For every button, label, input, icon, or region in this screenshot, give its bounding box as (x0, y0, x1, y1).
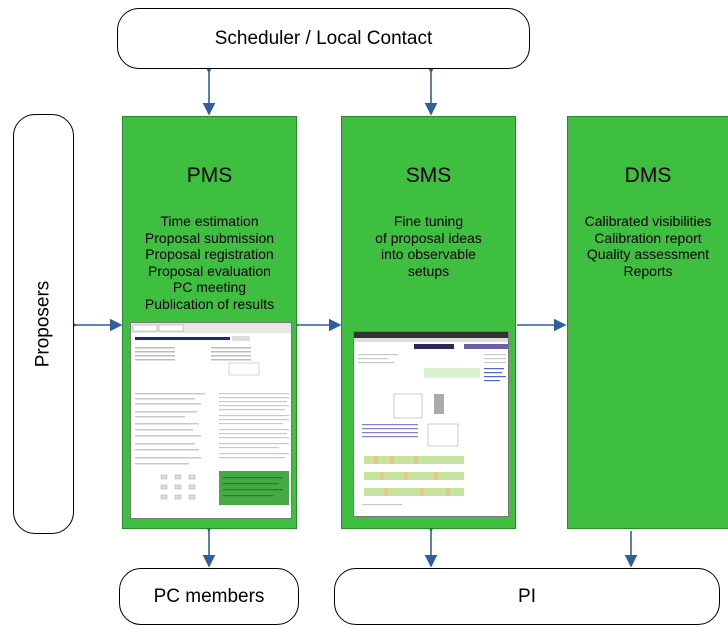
sms-screenshot-image (354, 332, 508, 506)
proposers-node: Proposers (13, 114, 74, 534)
sms-line: Fine tuning (393, 213, 464, 229)
pms-screenshot-thumbnail (130, 322, 292, 519)
dms-line: Calibrated visibilities (584, 213, 712, 229)
pms-screenshot-image (131, 323, 291, 505)
sms-screenshot-thumbnail (353, 331, 509, 517)
dms-function-list: Calibrated visibilities Calibration repo… (568, 213, 728, 279)
pms-line: PC meeting (172, 279, 247, 295)
pms-line: Proposal evaluation (148, 262, 271, 279)
scheduler-node: Scheduler / Local Contact (117, 8, 530, 69)
dms-line: Reports (623, 262, 673, 279)
pms-line: Proposal registration (145, 246, 274, 262)
proposers-label: Proposers (32, 280, 54, 368)
pms-line: Time estimation (160, 213, 259, 229)
scheduler-label: Scheduler / Local Contact (214, 27, 433, 49)
dms-title: DMS (624, 164, 672, 187)
pms-function-list: Time estimation Proposal submission Prop… (123, 213, 296, 312)
pc-members-label: PC members (153, 585, 265, 607)
sms-system-box: SMS Fine tuning of proposal ideas into o… (341, 116, 516, 529)
pms-line: Proposal submission (144, 229, 275, 246)
sms-line: setups (407, 262, 450, 279)
dms-line: Quality assessment (586, 246, 710, 262)
pi-node: PI (334, 568, 720, 625)
sms-line: of proposal ideas (375, 229, 482, 246)
pc-members-node: PC members (119, 568, 299, 625)
pms-title: PMS (186, 164, 233, 187)
dms-line: Calibration report (594, 229, 702, 246)
sms-line: into observable (381, 246, 476, 262)
pi-label: PI (518, 585, 536, 607)
pms-system-box: PMS Time estimation Proposal submission … (122, 116, 297, 529)
sms-function-list: Fine tuning of proposal ideas into obser… (342, 213, 515, 279)
sms-title: SMS (405, 164, 452, 187)
dms-system-box: DMS Calibrated visibilities Calibration … (567, 116, 728, 529)
pms-line: Publication of results (144, 295, 275, 312)
